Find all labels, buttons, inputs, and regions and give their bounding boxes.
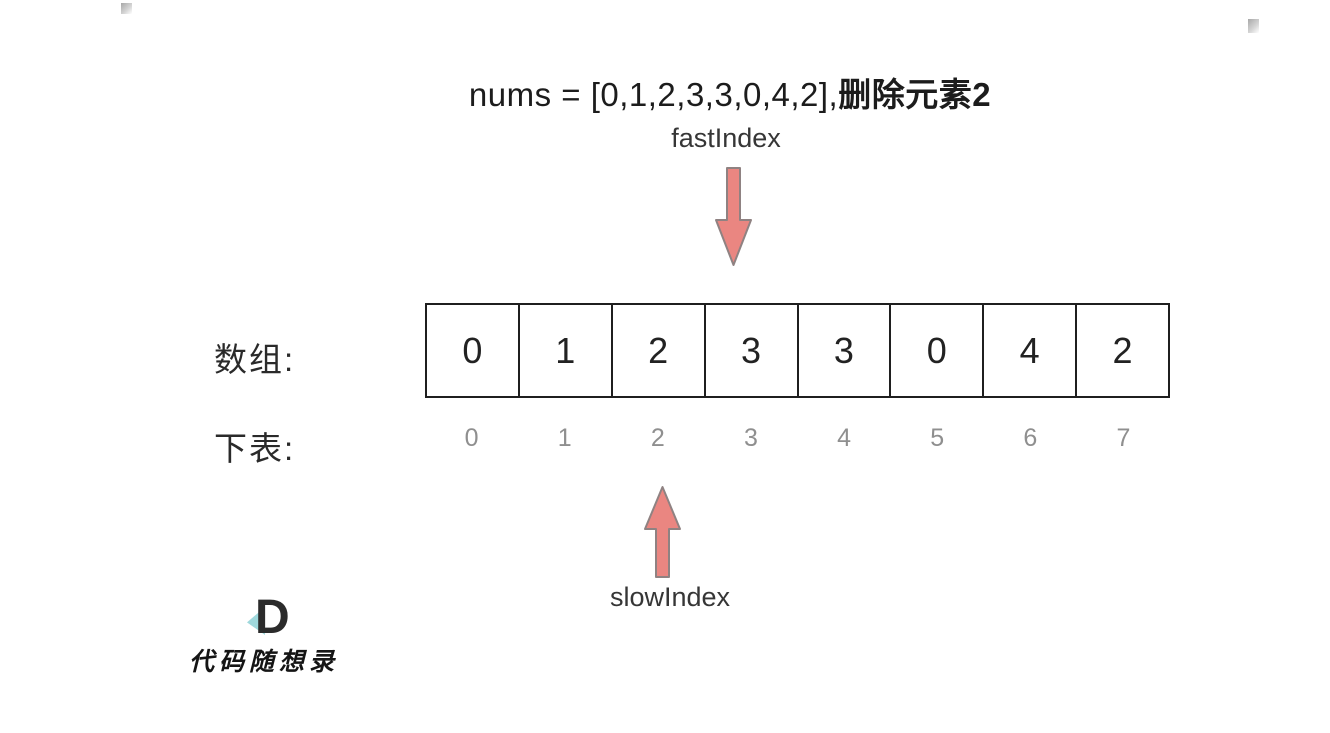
logo-brand-text: 代码随想录 xyxy=(189,647,340,676)
array-row-label: 数组: xyxy=(214,341,296,378)
array-cell-4: 3 xyxy=(796,305,890,396)
fast-index-label: fastIndex xyxy=(671,123,781,153)
slow-index-label: slowIndex xyxy=(609,582,731,612)
title-delete-instruction: 删除元素2 xyxy=(838,76,992,113)
array-cell-7: 2 xyxy=(1075,305,1168,396)
fast-index-arrow-icon xyxy=(715,167,752,266)
array-cell-6: 4 xyxy=(982,305,1075,396)
index-row-label: 下表: xyxy=(214,430,296,467)
index-cell-1: 1 xyxy=(557,424,572,452)
logo-letter: D xyxy=(255,591,290,644)
array-cell-1: 1 xyxy=(517,305,611,396)
array-cell-0: 0 xyxy=(462,329,483,371)
array-cell-3: 3 xyxy=(703,305,797,396)
array-cell-2: 2 xyxy=(610,305,704,396)
index-cell-6: 6 xyxy=(1023,424,1038,452)
array-cell-5: 0 xyxy=(889,305,982,396)
index-row: 0 1 2 3 4 5 6 7 xyxy=(425,424,1170,453)
corner-artifact-left xyxy=(121,3,132,14)
array-boxes: 0 1 2 3 3 0 4 2 xyxy=(425,303,1170,398)
index-cell-7: 7 xyxy=(1116,424,1131,452)
index-cell-2: 2 xyxy=(650,424,665,452)
index-cell-5: 5 xyxy=(930,424,945,452)
index-cell-3: 3 xyxy=(743,424,758,452)
title-nums-expression: nums = [0,1,2,3,3,0,4,2], xyxy=(468,76,839,113)
slow-index-arrow-icon xyxy=(644,486,681,578)
index-cell-4: 4 xyxy=(837,424,852,452)
corner-artifact-right xyxy=(1248,19,1259,33)
index-cell-0: 0 xyxy=(464,424,479,452)
diagram-title: nums = [0,1,2,3,3,0,4,2],删除元素2 xyxy=(469,68,991,116)
